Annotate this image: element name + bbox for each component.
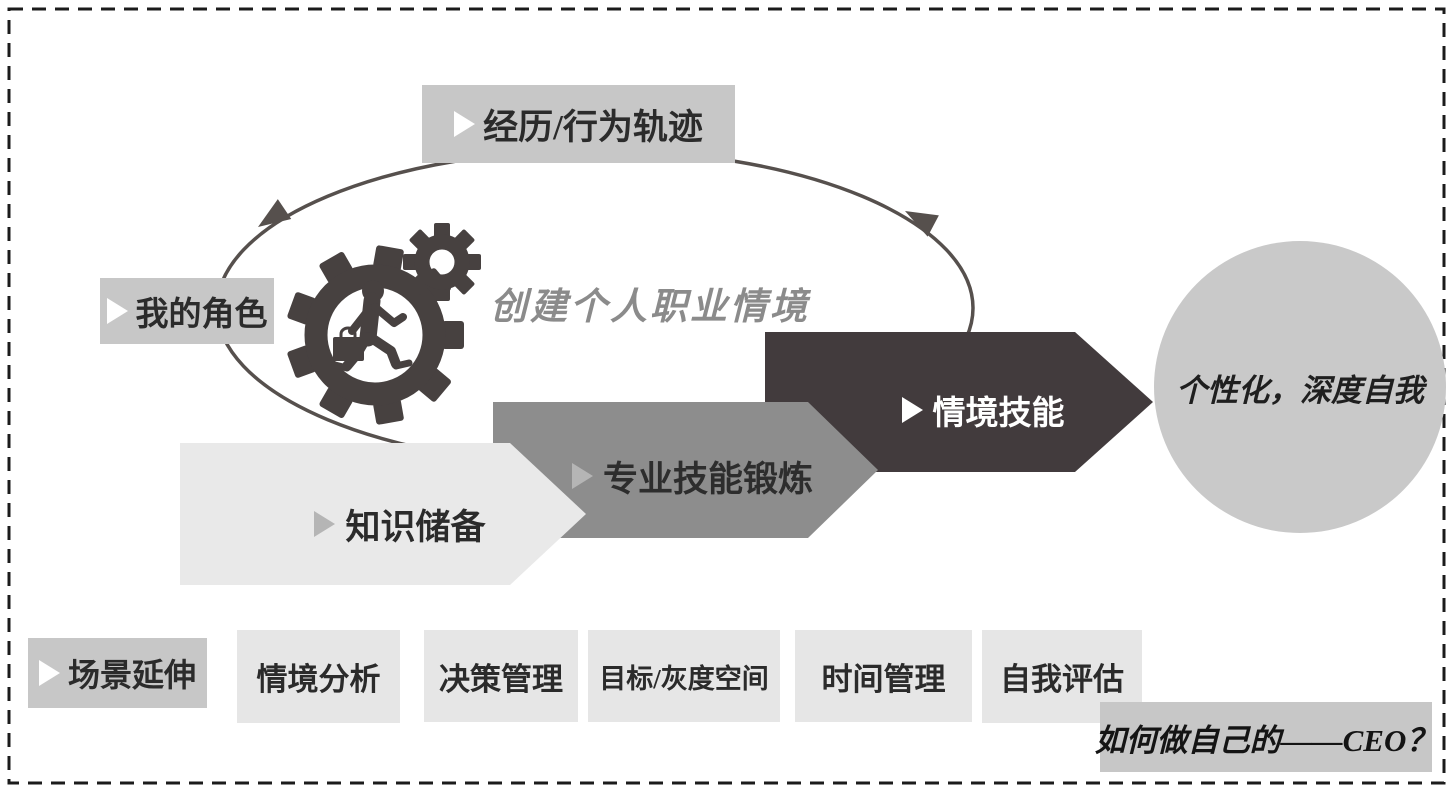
cycle-arrowhead-right-icon: [905, 211, 939, 237]
stage-situational-skills-text: 情境技能: [932, 396, 1065, 432]
label-my-role: 我的角色: [100, 278, 274, 344]
bottom-scene-extension-text: 场景延伸: [67, 657, 196, 693]
footer-question-banner: 如何做自己的——CEO？: [1095, 702, 1437, 772]
triangle-bullet-icon: [572, 463, 593, 489]
label-experience-track: 经历/行为轨迹: [422, 85, 735, 163]
stage-knowledge-text: 知识储备: [345, 507, 486, 547]
bottom-goal-gray-space-text: 目标/灰度空间: [599, 663, 769, 694]
bottom-box-decision-management: 决策管理: [424, 630, 578, 722]
bottom-self-assessment-text: 自我评估: [1000, 662, 1124, 697]
small-gear-icon: [403, 223, 481, 301]
stage-chevron-knowledge: 知识储备: [180, 443, 586, 585]
businessman-icon: [331, 280, 413, 372]
outcome-circle: 个性化，深度自我: [1154, 241, 1446, 533]
center-caption: 创建个人职业情境: [490, 287, 810, 328]
bottom-situation-analysis-text: 情境分析: [256, 662, 381, 697]
gear-businessman-icon: [287, 223, 481, 425]
bottom-decision-management-text: 决策管理: [439, 661, 563, 697]
stage-professional-skills-text: 专业技能锻炼: [602, 459, 813, 499]
bottom-time-management-text: 时间管理: [821, 661, 946, 697]
triangle-bullet-icon: [454, 111, 476, 137]
bottom-box-time-management: 时间管理: [795, 630, 972, 722]
label-experience-track-text: 经历/行为轨迹: [483, 107, 703, 147]
triangle-bullet-icon: [38, 660, 60, 686]
triangle-bullet-icon: [902, 397, 923, 423]
triangle-bullet-icon: [314, 511, 335, 537]
outcome-text: 个性化，深度自我: [1176, 372, 1424, 408]
bottom-box-goal-gray-space: 目标/灰度空间: [588, 630, 780, 722]
label-my-role-text: 我的角色: [135, 297, 268, 333]
cycle-arrowhead-left-icon: [258, 199, 292, 227]
triangle-bullet-icon: [106, 298, 128, 324]
large-gear-icon: [287, 245, 464, 425]
bottom-box-situation-analysis: 情境分析: [237, 630, 400, 723]
footer-question-text: 如何做自己的——CEO？: [1094, 722, 1438, 758]
bottom-box-scene-extension: 场景延伸: [28, 638, 207, 708]
